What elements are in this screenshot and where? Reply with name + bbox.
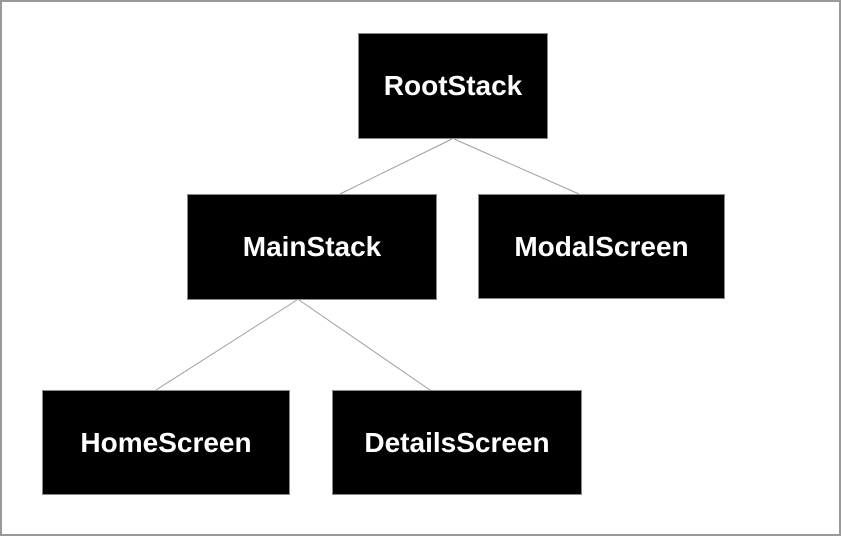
tree-node-modalscreen: ModalScreen <box>478 194 725 299</box>
node-label-mainstack: MainStack <box>242 231 382 262</box>
edge-rootstack-to-mainstack <box>339 138 453 195</box>
edge-rootstack-to-modalscreen <box>453 138 580 195</box>
tree-node-mainstack: MainStack <box>187 194 437 300</box>
tree-node-detailsscreen: DetailsScreen <box>332 390 582 495</box>
node-label-homescreen: HomeScreen <box>80 426 252 458</box>
tree-node-homescreen: HomeScreen <box>42 390 290 495</box>
edge-mainstack-to-detailsscreen <box>298 299 431 391</box>
edge-mainstack-to-homescreen <box>155 299 298 391</box>
node-label-detailsscreen: DetailsScreen <box>364 426 550 458</box>
tree-node-rootstack: RootStack <box>358 33 548 139</box>
node-label-modalscreen: ModalScreen <box>514 230 689 262</box>
node-label-rootstack: RootStack <box>383 70 523 101</box>
